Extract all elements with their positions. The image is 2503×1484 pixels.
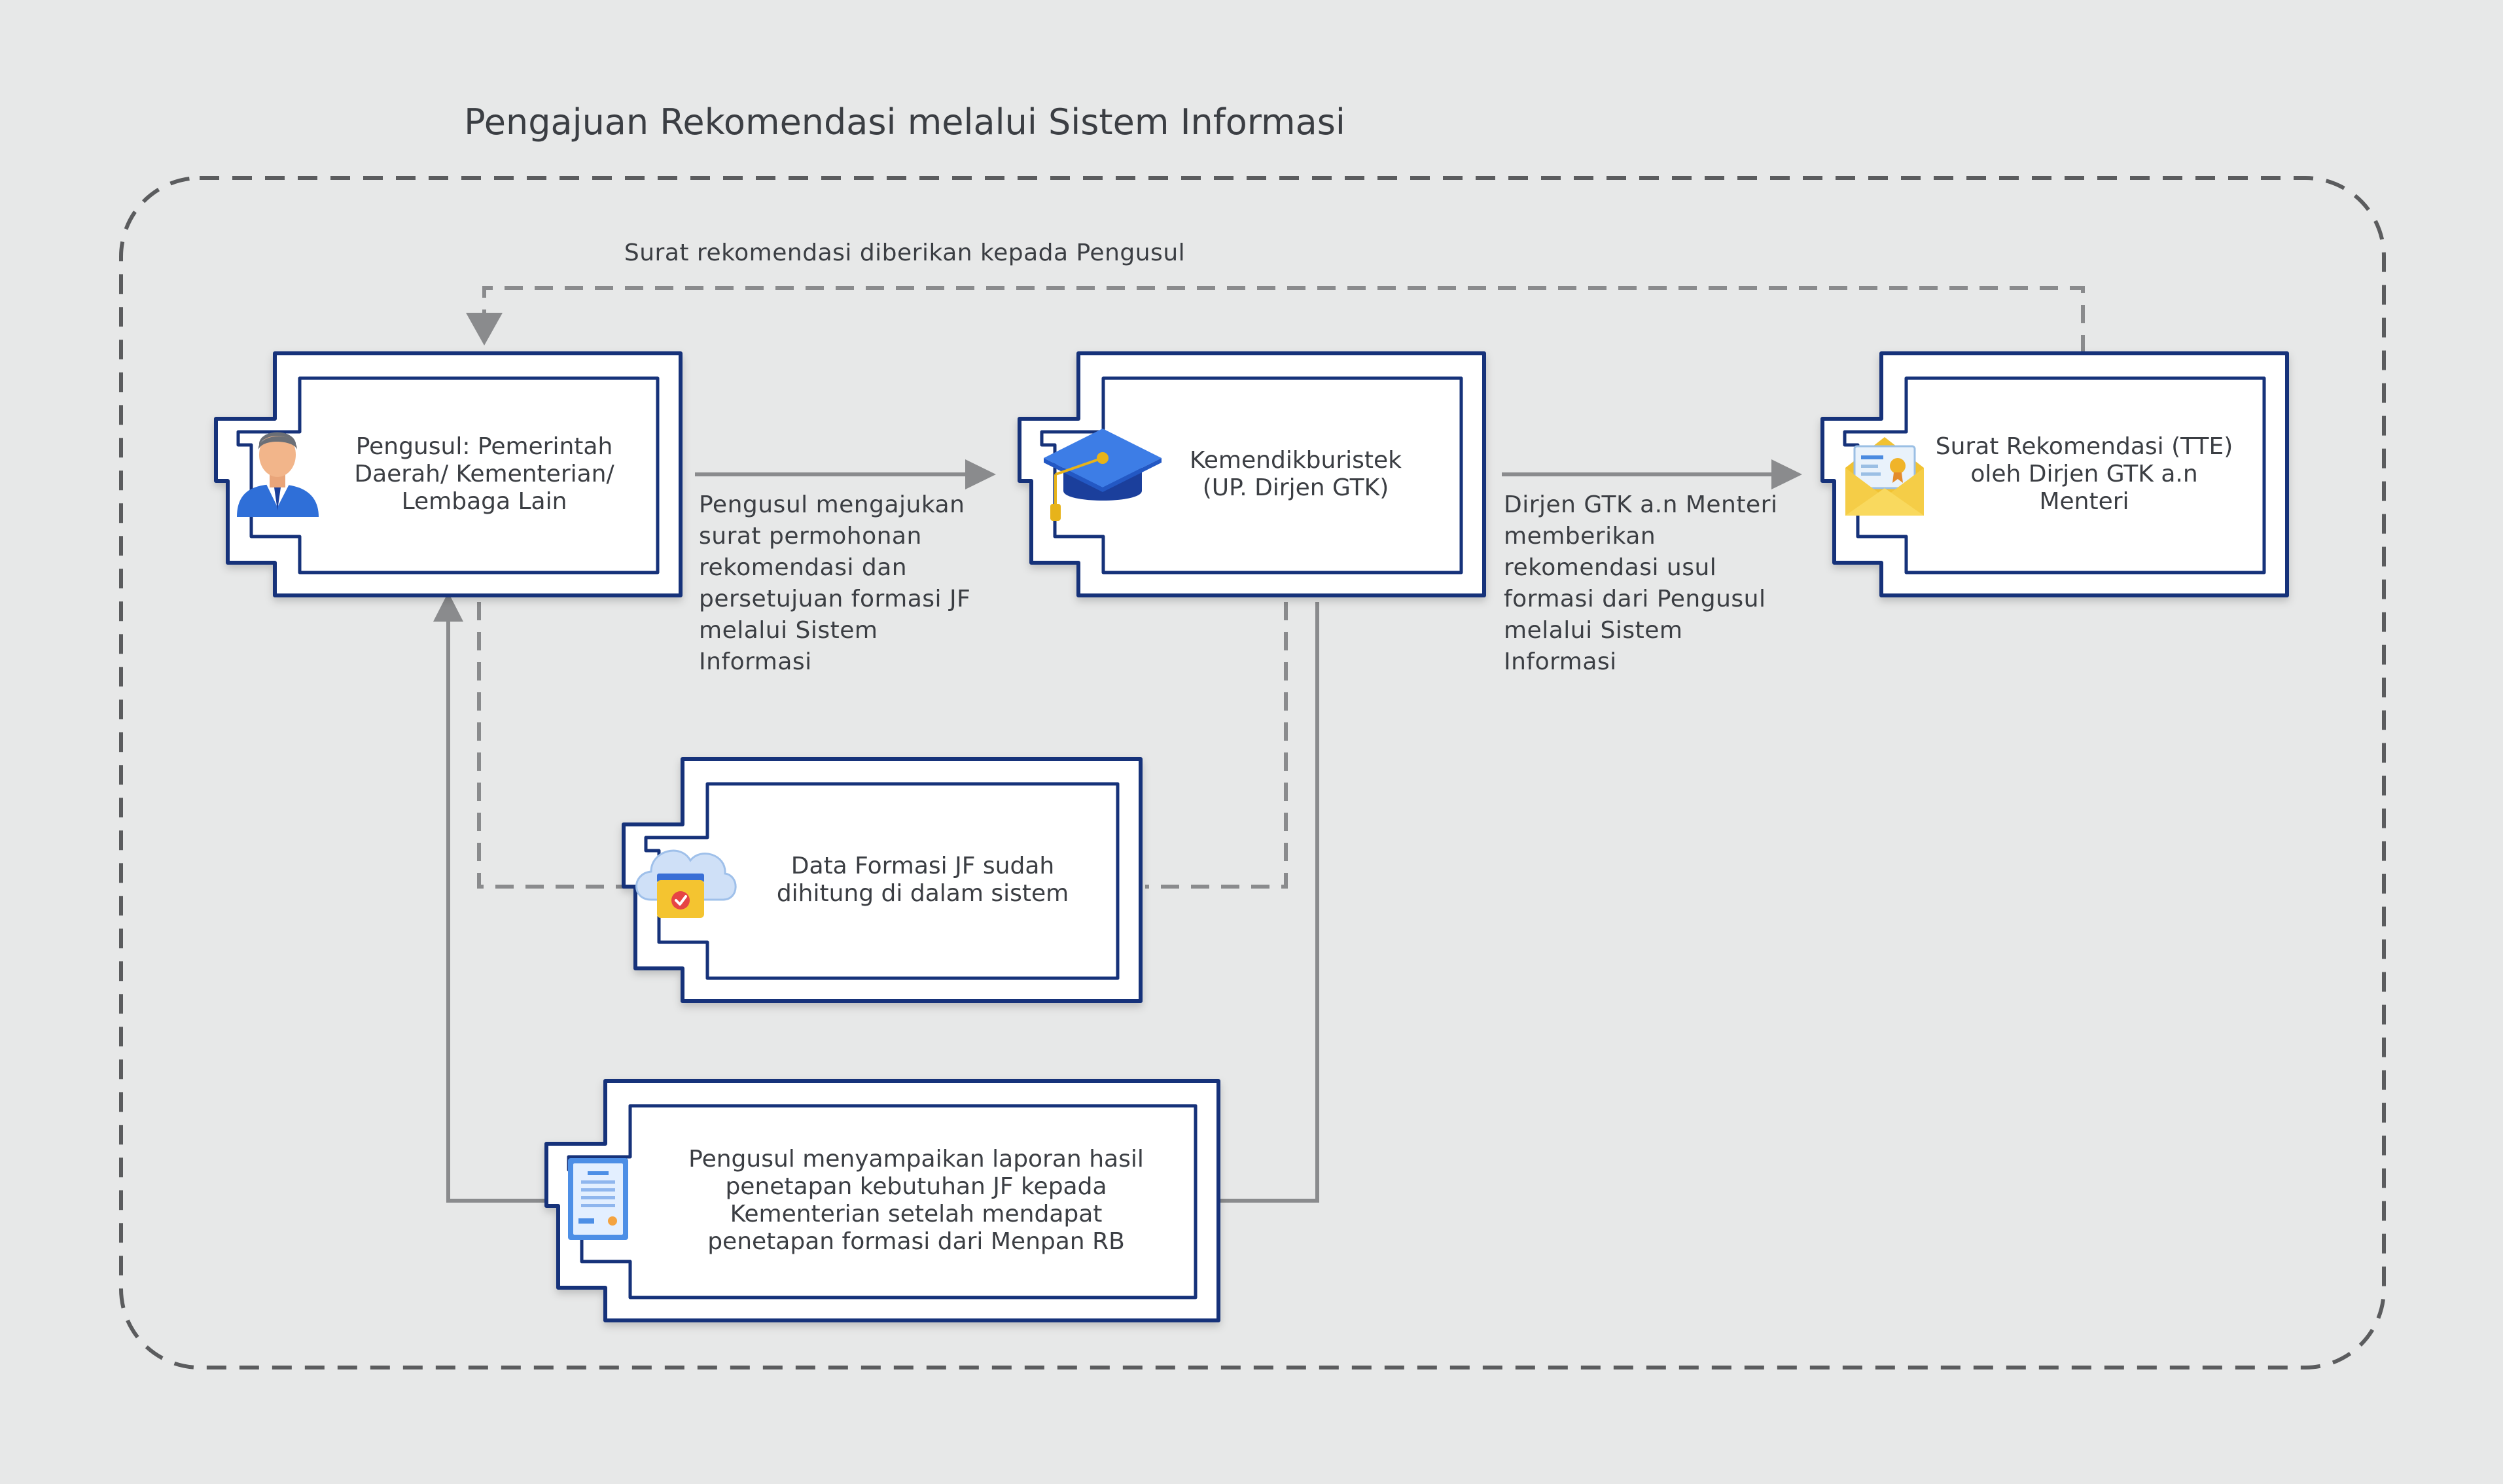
- laporan-link-pengusul: [446, 618, 548, 1203]
- card-surat-shape: [1820, 351, 2289, 597]
- laporan-link-kemendikbud: [1218, 602, 1319, 1203]
- edge-note-pengusul-kemendikbud: Pengusul mengajukan surat permohonan rek…: [699, 491, 971, 675]
- card-data-formasi-shape: [622, 757, 1143, 1003]
- user-icon: [237, 432, 319, 517]
- diagram-title: Pengajuan Rekomendasi melalui Sistem Inf…: [464, 101, 1345, 143]
- card-kemendikbud-shape: [1018, 351, 1486, 597]
- card-pengusul-shape: [214, 351, 683, 597]
- cloud-folder-icon: [635, 849, 737, 918]
- data-link-pengusul: [477, 602, 628, 889]
- envelope-certificate-icon: [1845, 437, 1924, 516]
- feedback-connector: [482, 286, 2085, 353]
- node-surat-rekomendasi: Surat Rekomendasi (TTE) oleh Dirjen GTK …: [1935, 433, 2233, 515]
- node-laporan: Pengusul menyampaikan laporan hasil pene…: [688, 1146, 1144, 1255]
- node-pengusul: Pengusul: Pemerintah Daerah/ Kementerian…: [354, 433, 614, 515]
- outer-frame: [119, 176, 2386, 1369]
- edge-note-kemendikbud-surat: Dirjen GTK a.n Menteri memberikan rekome…: [1504, 491, 1778, 675]
- graduation-cap-icon: [1044, 429, 1162, 521]
- arrowhead-surat: [1771, 459, 1802, 489]
- arrowhead-kemendikbud: [965, 459, 996, 489]
- feedback-arrowhead: [466, 313, 503, 345]
- arrowhead-pengusul-up: [433, 592, 463, 622]
- feedback-label: Surat rekomendasi diberikan kepada Pengu…: [624, 239, 1186, 266]
- document-icon: [568, 1158, 628, 1240]
- node-data-formasi: Data Formasi JF sudah dihitung di dalam …: [776, 853, 1069, 907]
- node-kemendikbud: Kemendikburistek (UP. Dirjen GTK): [1189, 447, 1402, 501]
- data-link-kemendikbud: [1145, 602, 1288, 889]
- card-laporan-shape: [544, 1079, 1220, 1322]
